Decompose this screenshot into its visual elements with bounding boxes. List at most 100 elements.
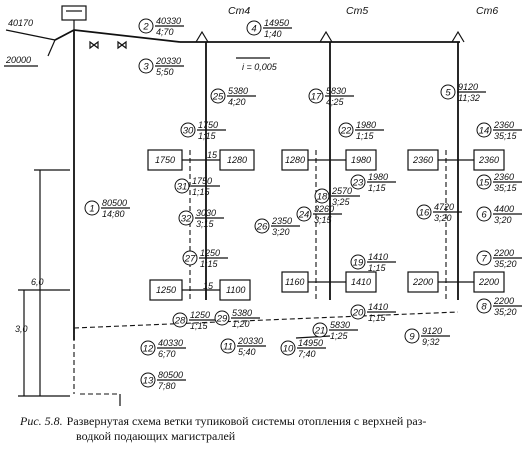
svg-text:2200: 2200 bbox=[493, 248, 514, 258]
svg-text:28: 28 bbox=[174, 316, 186, 327]
radiator: 1250 bbox=[149, 279, 183, 301]
svg-text:3;25: 3;25 bbox=[332, 197, 351, 207]
svg-text:3: 3 bbox=[143, 62, 149, 73]
stoyak-5-label: Ст5 bbox=[346, 5, 368, 17]
svg-text:1250: 1250 bbox=[200, 248, 220, 258]
svg-text:2200: 2200 bbox=[478, 277, 499, 287]
svg-text:27: 27 bbox=[184, 254, 196, 265]
svg-text:20330: 20330 bbox=[155, 56, 181, 66]
svg-text:4400: 4400 bbox=[494, 204, 514, 214]
svg-text:9;32: 9;32 bbox=[422, 337, 440, 347]
stoyak-6-label: Ст6 bbox=[476, 5, 498, 17]
svg-text:3030: 3030 bbox=[196, 208, 216, 218]
svg-text:40330: 40330 bbox=[158, 338, 183, 348]
section-callouts: 18050014;802403304;703203305;504149501;4… bbox=[84, 16, 522, 391]
elevation-upper-label: 6,0 bbox=[31, 277, 44, 287]
svg-text:9120: 9120 bbox=[458, 82, 478, 92]
main-supply-line bbox=[47, 29, 460, 340]
svg-text:13: 13 bbox=[143, 376, 154, 387]
svg-text:35;15: 35;15 bbox=[494, 183, 518, 193]
svg-text:1280: 1280 bbox=[227, 155, 247, 165]
elevation-lower-label: 3,0 bbox=[15, 324, 28, 334]
stoyak-caps bbox=[195, 30, 465, 43]
svg-text:1250: 1250 bbox=[190, 310, 210, 320]
svg-text:3;20: 3;20 bbox=[494, 215, 512, 225]
svg-text:4: 4 bbox=[251, 24, 256, 35]
svg-text:17: 17 bbox=[311, 92, 322, 103]
svg-text:18: 18 bbox=[317, 192, 328, 203]
svg-text:1;40: 1;40 bbox=[264, 29, 282, 39]
svg-text:1;15: 1;15 bbox=[356, 131, 375, 141]
radiator-connections bbox=[182, 159, 474, 291]
svg-text:21: 21 bbox=[314, 326, 326, 337]
valve-icon bbox=[89, 40, 127, 50]
svg-text:35;15: 35;15 bbox=[494, 131, 518, 141]
svg-text:4;20: 4;20 bbox=[228, 97, 246, 107]
svg-text:23: 23 bbox=[352, 178, 364, 189]
svg-text:35;20: 35;20 bbox=[494, 259, 517, 269]
stoyak-4-label: Ст4 bbox=[228, 5, 250, 17]
svg-text:31: 31 bbox=[177, 182, 188, 193]
svg-text:4;25: 4;25 bbox=[326, 97, 345, 107]
svg-text:2360: 2360 bbox=[412, 155, 433, 165]
svg-text:1250: 1250 bbox=[156, 285, 176, 295]
svg-text:7: 7 bbox=[481, 254, 487, 265]
svg-text:14950: 14950 bbox=[298, 338, 323, 348]
svg-text:3;15: 3;15 bbox=[196, 219, 215, 229]
svg-text:9120: 9120 bbox=[422, 326, 442, 336]
left-branch-line bbox=[5, 29, 56, 41]
svg-text:1;15: 1;15 bbox=[190, 321, 209, 331]
svg-text:1750: 1750 bbox=[155, 155, 175, 165]
radiator: 1100 bbox=[219, 279, 251, 301]
svg-text:1: 1 bbox=[89, 204, 94, 215]
svg-text:10: 10 bbox=[283, 344, 294, 355]
svg-text:2570: 2570 bbox=[331, 186, 352, 196]
svg-text:1980: 1980 bbox=[356, 120, 376, 130]
svg-text:14950: 14950 bbox=[264, 18, 289, 28]
svg-text:14: 14 bbox=[479, 126, 490, 137]
svg-text:1;15: 1;15 bbox=[192, 187, 211, 197]
radiator: 1410 bbox=[345, 271, 377, 293]
caption-line-1: Рис. 5.8.Развернутая схема ветки тупиков… bbox=[19, 414, 426, 428]
radiator: 2200 bbox=[473, 271, 505, 293]
svg-text:1;25: 1;25 bbox=[330, 331, 349, 341]
radiator: 1750 bbox=[147, 149, 183, 171]
svg-text:1980: 1980 bbox=[351, 155, 371, 165]
svg-text:4;70: 4;70 bbox=[156, 27, 174, 37]
svg-text:30: 30 bbox=[183, 126, 194, 137]
svg-text:16: 16 bbox=[419, 208, 430, 219]
svg-text:5380: 5380 bbox=[232, 308, 252, 318]
svg-text:25: 25 bbox=[212, 92, 224, 103]
radiator: 1160 bbox=[281, 271, 309, 293]
slope-label: i = 0,005 bbox=[242, 62, 278, 72]
svg-text:20330: 20330 bbox=[237, 336, 263, 346]
svg-text:1750: 1750 bbox=[198, 120, 218, 130]
svg-text:6;70: 6;70 bbox=[158, 349, 176, 359]
ground-load-label: 20000 bbox=[5, 55, 31, 65]
svg-text:3260: 3260 bbox=[314, 204, 334, 214]
svg-text:15: 15 bbox=[479, 178, 490, 189]
svg-text:1100: 1100 bbox=[226, 285, 245, 295]
svg-text:8: 8 bbox=[481, 302, 487, 313]
svg-text:2350: 2350 bbox=[271, 216, 292, 226]
return-main-line bbox=[73, 311, 459, 406]
svg-text:3;20: 3;20 bbox=[272, 227, 290, 237]
svg-text:20: 20 bbox=[352, 308, 364, 319]
svg-text:80500: 80500 bbox=[158, 370, 183, 380]
